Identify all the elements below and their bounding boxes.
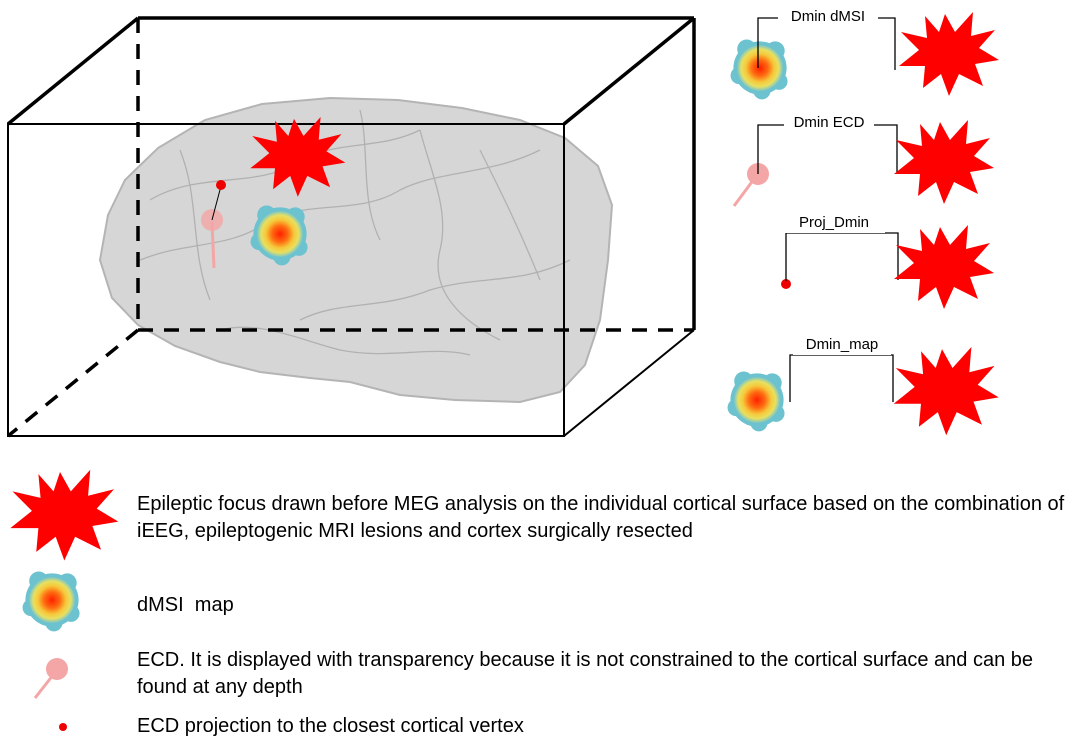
dmsi-map-icon (730, 39, 788, 100)
distance-panel-dmin-dmsi: Dmin dMSI (730, 6, 999, 100)
distance-label: Dmin dMSI (791, 8, 865, 25)
distance-panel-proj-dmin: Proj_Dmin (781, 211, 994, 309)
legend-text-dmsi-map: dMSI map (137, 594, 234, 616)
legend-epileptic-focus-icon (10, 469, 119, 561)
legend-dmsi-map-icon (22, 571, 80, 632)
ecd-icon (201, 185, 223, 269)
distance-label: Proj_Dmin (799, 214, 869, 231)
brain-surface (98, 96, 614, 404)
epileptic-focus-icon (899, 12, 999, 96)
legend-ecd-icon (33, 658, 68, 699)
distance-label: Dmin ECD (794, 114, 865, 131)
distance-panel-dmin-ecd: Dmin ECD (732, 112, 994, 207)
epileptic-focus-icon (894, 225, 994, 309)
distance-panel-dmin-map: Dmin_map (727, 333, 999, 436)
ecd-projection-icon (216, 180, 226, 190)
legend-text-epileptic-focus: Epileptic focus drawn before MEG analysi… (137, 493, 1065, 542)
legend-ecd-projection-icon (59, 723, 67, 731)
legend-text-ecd: ECD. It is displayed with transparency b… (137, 649, 1034, 698)
ecd-projection-icon (781, 279, 791, 289)
dmsi-map-icon (727, 371, 785, 432)
ecd-icon (732, 163, 769, 207)
epileptic-focus-icon (893, 347, 999, 436)
distance-label: Dmin_map (806, 336, 879, 353)
legend-icons (10, 469, 119, 731)
legend-text-ecd-projection: ECD projection to the closest cortical v… (137, 715, 524, 737)
epileptic-focus-icon (894, 120, 994, 204)
bounding-box (6, 16, 696, 438)
